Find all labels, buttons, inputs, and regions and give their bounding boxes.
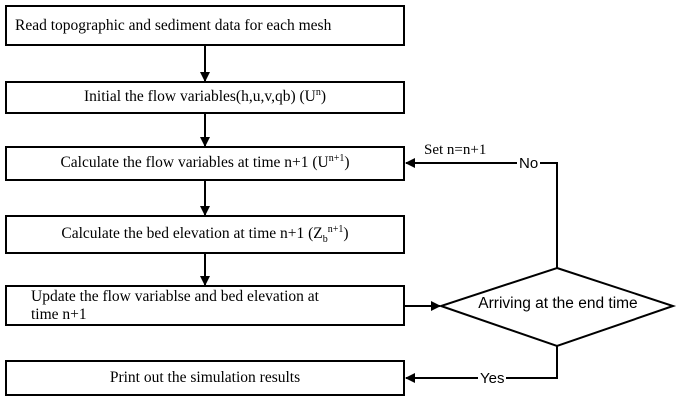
set-n-label: Set n=n+1 bbox=[424, 142, 487, 158]
step-initial-flow-label: Initial the flow variables(h,u,v,qb) (Un… bbox=[83, 86, 327, 105]
step-update-line2: time n+1 bbox=[31, 305, 87, 323]
step-initial-flow: Initial the flow variables(h,u,v,qb) (Un… bbox=[5, 81, 405, 114]
step-calc-bed-label: Calculate the bed elevation at time n+1 … bbox=[61, 223, 349, 245]
no-loop-line bbox=[405, 158, 558, 268]
step-read-data-label: Read topographic and sediment data for e… bbox=[15, 16, 332, 34]
step-calc-flow-label: Calculate the flow variables at time n+1… bbox=[60, 152, 350, 171]
yes-label: Yes bbox=[478, 370, 507, 387]
decision-label: Arriving at the end time bbox=[478, 295, 638, 312]
step-update-line1: Update the flow variablse and bed elevat… bbox=[31, 287, 319, 305]
yes-path-line bbox=[405, 346, 558, 383]
step-print-results: Print out the simulation results bbox=[5, 360, 405, 396]
step-print-results-label: Print out the simulation results bbox=[109, 369, 301, 386]
no-label: No bbox=[517, 155, 541, 172]
step-update-variables: Update the flow variablse and bed elevat… bbox=[5, 285, 405, 326]
step-read-data: Read topographic and sediment data for e… bbox=[5, 5, 405, 46]
step-calc-flow: Calculate the flow variables at time n+1… bbox=[5, 146, 405, 181]
step-calc-bed: Calculate the bed elevation at time n+1 … bbox=[5, 215, 405, 254]
